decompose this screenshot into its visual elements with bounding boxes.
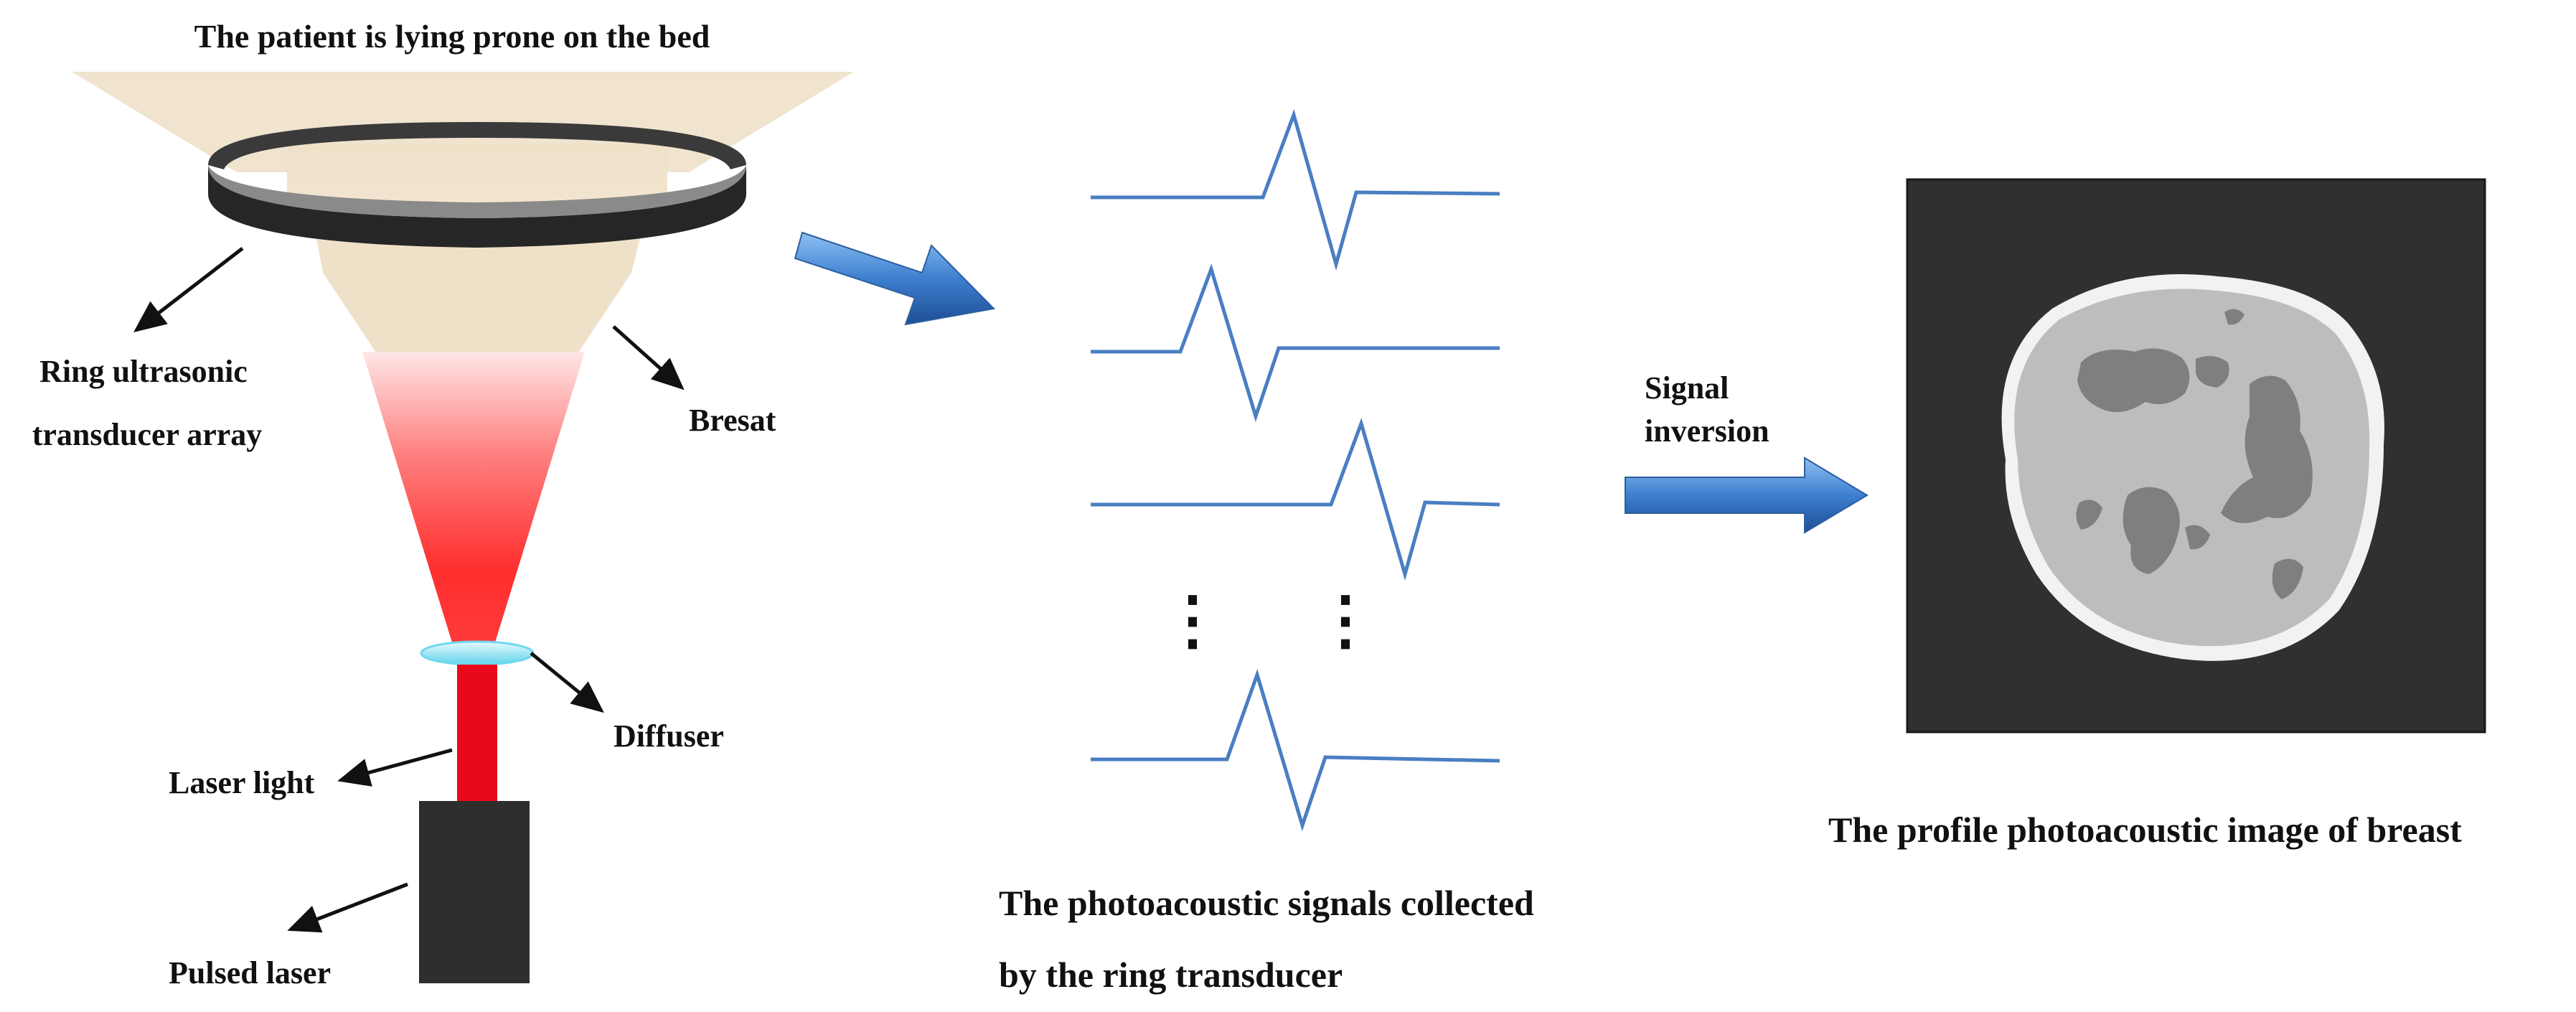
image-caption: The profile photoacoustic image of breas… (1828, 810, 2462, 850)
ring-pointer (133, 247, 244, 333)
dense-patch-8 (2185, 525, 2210, 550)
signal-trace-4 (1091, 668, 1500, 832)
ring-front-top (208, 165, 746, 218)
light-cone (362, 352, 585, 642)
diffuser-disc (420, 640, 535, 666)
signal-ellipsis-right: ⋮ (1313, 586, 1378, 657)
signal-trace-2 (1091, 263, 1500, 423)
ring-front (208, 165, 746, 248)
flow-arrow-2 (1625, 456, 1868, 534)
signal-ellipsis-left: ⋮ (1160, 586, 1225, 657)
signals-caption-line1: The photoacoustic signals collected (999, 883, 1534, 923)
flow-arrow-1 (794, 231, 996, 326)
signal-trace-1 (1091, 108, 1500, 271)
signal-traces (1091, 108, 1500, 832)
signal-trace-3 (1091, 418, 1500, 581)
dense-tissue (2076, 309, 2313, 599)
dense-patch-1 (2077, 348, 2190, 413)
breast-lower (312, 215, 646, 359)
dense-patch-5 (2272, 558, 2303, 599)
diffuser-label: Diffuser (614, 718, 724, 754)
signals-caption-line2: by the ring transducer (999, 955, 1343, 995)
inversion-label-line1: Signal (1645, 370, 1729, 406)
dense-patch-7 (2224, 309, 2244, 325)
breast-pointer (612, 325, 685, 390)
setup-illustration: The patient is lying prone on the bed Ri… (32, 18, 854, 990)
patient-label: The patient is lying prone on the bed (194, 18, 710, 55)
laser-light-pointer (337, 748, 453, 787)
ring-label-line2: transducer array (32, 417, 263, 452)
laser-beam (457, 665, 497, 801)
reconstructed-image: The profile photoacoustic image of breas… (1828, 178, 2486, 850)
ring-label-line1: Ring ultrasonic (39, 354, 248, 389)
dense-patch-2 (2196, 356, 2229, 388)
laser-light-label: Laser light (169, 765, 315, 800)
diffuser-pointer (530, 652, 604, 713)
ring-back (208, 122, 746, 169)
dense-patch-3 (2221, 375, 2313, 523)
breast-label: Bresat (689, 403, 776, 438)
pulsed-laser-label: Pulsed laser (169, 955, 331, 990)
dense-patch-4 (2123, 487, 2180, 574)
inversion-label-line2: inversion (1645, 413, 1769, 449)
dense-patch-6 (2076, 500, 2102, 530)
pulsed-laser-pointer (287, 882, 408, 933)
pulsed-laser-box (419, 801, 530, 983)
